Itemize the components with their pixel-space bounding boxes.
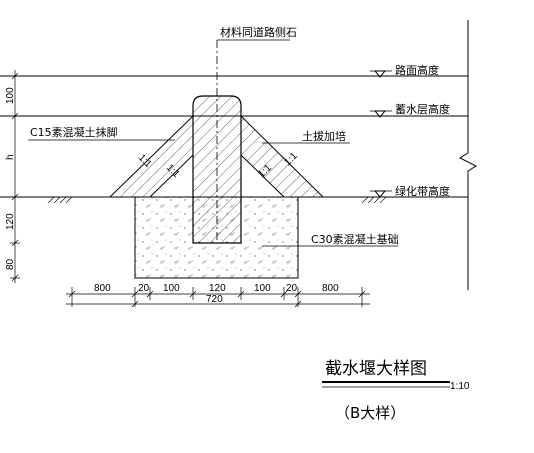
hdim-20-right: 20 — [286, 283, 298, 294]
drawing-title: 截水堰大样图 — [325, 359, 427, 379]
vdim-80: 80 — [5, 258, 16, 270]
top-callout-text: 材料同道路侧石 — [220, 25, 297, 39]
green-level-text: 绿化带高度 — [395, 184, 450, 198]
c30-text: C30素混凝土基础 — [311, 232, 399, 246]
hdim-800-right: 800 — [322, 283, 339, 294]
water-level-text: 蓄水层高度 — [395, 102, 450, 116]
fill-soil-text: 土拔加培 — [302, 129, 346, 143]
bottom-dimension — [66, 287, 370, 308]
hdim-100-left: 100 — [163, 283, 180, 294]
drawing-subtitle: （B大样） — [335, 404, 405, 422]
hdim-800-left: 800 — [94, 283, 111, 294]
vdim-100: 100 — [5, 87, 16, 104]
hdim-total: 720 — [206, 294, 223, 305]
vdim-120: 120 — [5, 213, 16, 230]
drawing-scale: 1:10 — [450, 381, 470, 392]
c15-text: C15素混凝土抹脚 — [30, 125, 118, 139]
hdim-120: 120 — [209, 283, 226, 294]
right-break-line — [458, 20, 478, 290]
green-level-marker-icon — [373, 190, 387, 198]
ground-marks — [47, 196, 387, 204]
hdim-100-right: 100 — [254, 283, 271, 294]
left-vertical-dimension — [10, 70, 20, 283]
vdim-h: h — [5, 154, 16, 160]
road-level-text: 路面高度 — [395, 63, 439, 77]
hdim-20-left: 20 — [138, 283, 150, 294]
